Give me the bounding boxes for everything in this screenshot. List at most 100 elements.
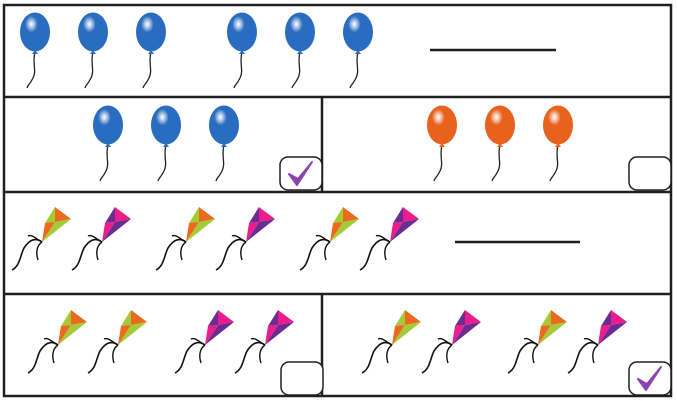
answer-checkbox-checked[interactable] [279,156,323,191]
green-kite-icon [11,207,71,271]
kite-panel [330,219,359,242]
kite-panel [598,322,627,345]
kite-panel [465,310,481,325]
kite-tail [583,337,599,346]
balloon-string [291,51,301,89]
green-kite-icon [299,207,359,271]
kite-panel [218,310,234,325]
kite-panel [455,310,465,326]
kite-string [87,341,119,374]
balloon-string [349,51,359,89]
kite-tail [36,241,43,261]
kite-tail [532,344,539,364]
kite-panel [452,322,481,345]
balloon-body [136,12,166,52]
kite-panel [538,322,567,345]
pink-kite-icon [234,310,294,374]
green-kite-icon [507,310,567,374]
kite-tail [259,344,266,364]
balloon-knot [297,50,303,54]
answer-checkbox[interactable] [628,156,672,191]
kite-panel [118,325,131,345]
blue-balloon-icon [209,105,239,182]
kite-panel [541,310,551,326]
balloon-body [227,12,257,52]
pink-kite-icon [71,207,131,271]
checkbox-frame[interactable] [279,156,323,191]
answer-checkbox[interactable] [280,361,324,396]
kite-panel [598,325,611,345]
answer-checkbox-checked[interactable] [628,361,672,396]
pink-kite-icon [359,207,419,271]
balloon-body [485,105,515,145]
kite-tail [27,234,43,243]
kite-panel [121,310,131,326]
orange-balloon-icon [485,105,515,182]
kite-tail [523,337,539,346]
kite-tail [377,337,393,346]
kite-tail [96,241,103,261]
green-kite-icon [361,310,421,374]
kite-string [567,341,599,374]
checkbox-frame[interactable] [628,361,672,396]
kite-panel [393,207,403,223]
kite-panel [186,222,199,242]
kite-tail [87,234,103,243]
kite-panel [390,222,403,242]
blue-balloon-icon [20,12,50,89]
kite-string [155,238,187,271]
kite-string [174,341,206,374]
kite-panel [551,310,567,325]
kite-tail [446,344,453,364]
kite-tail [384,241,391,261]
balloon-string [233,51,243,89]
kite-tail [43,337,59,346]
pink-kite-icon [567,310,627,374]
kite-panel [452,325,465,345]
kite-panel [186,219,215,242]
orange-balloon-icon [543,105,573,182]
kite-panel [611,310,627,325]
kite-panel [208,310,218,326]
blue-balloon-icon [343,12,373,89]
kite-string [421,341,453,374]
kite-panel [102,219,131,242]
kite-panel [102,222,115,242]
green-kite-icon [155,207,215,271]
kite-panel [55,207,71,222]
checkbox-frame[interactable] [280,361,324,396]
blue-balloon-icon [93,105,123,182]
kite-panel [118,322,147,345]
kite-tail [250,337,266,346]
kite-tail [324,241,331,261]
kite-string [361,341,393,374]
blue-balloon-icon [227,12,257,89]
kite-panel [42,219,71,242]
pink-kite-icon [215,207,275,271]
balloon-string [99,144,109,182]
kite-panel [268,310,278,326]
balloon-body [20,12,50,52]
kite-tail [180,241,187,261]
kite-panel [392,325,405,345]
worksheet-border [2,3,673,398]
kite-panel [71,310,87,325]
balloon-body [93,105,123,145]
balloon-body [209,105,239,145]
pink-kite-icon [421,310,481,374]
kite-panel [278,310,294,325]
kite-panel [115,207,131,222]
kite-tail [52,344,59,364]
kite-tail [386,344,393,364]
kite-panel [61,310,71,326]
balloon-body [343,12,373,52]
checkbox-frame[interactable] [628,156,672,191]
kite-string [234,341,266,374]
balloon-knot [355,50,361,54]
kite-string [11,238,43,271]
kite-panel [249,207,259,223]
balloon-string [215,144,225,182]
balloon-knot [148,50,154,54]
kite-panel [58,322,87,345]
